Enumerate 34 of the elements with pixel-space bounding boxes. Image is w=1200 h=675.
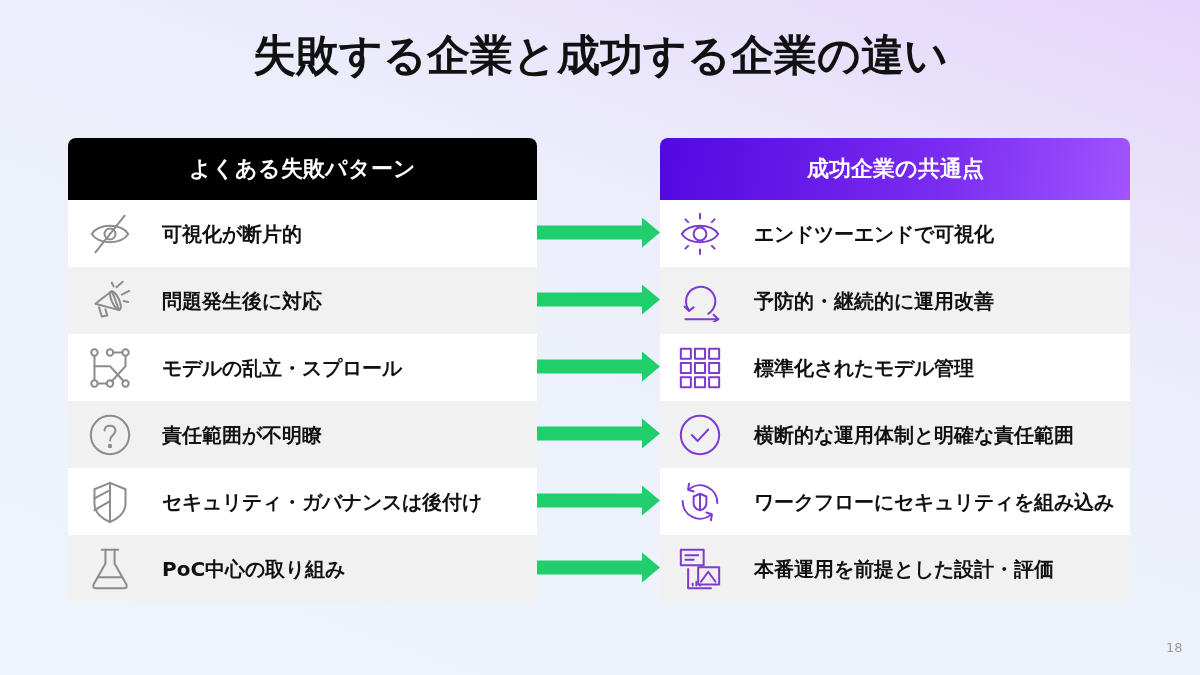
arrow <box>537 217 660 248</box>
item-label: モデルの乱立・スプロール <box>162 354 402 381</box>
list-row <box>68 267 537 334</box>
list-row <box>660 200 1130 267</box>
list-row <box>68 334 537 401</box>
item-label: ワークフローにセキュリティを組み込み <box>754 488 1114 515</box>
arrow <box>537 485 660 516</box>
item-label: 可視化が断片的 <box>162 220 302 247</box>
list-row <box>660 535 1130 602</box>
item-label: 本番運用を前提とした設計・評価 <box>754 555 1054 582</box>
item-label: 予防的・継続的に運用改善 <box>754 287 994 314</box>
arrow <box>537 418 660 449</box>
title: 失敗する企業と成功する企業の違い <box>252 30 948 82</box>
list-row <box>660 468 1130 535</box>
arrow <box>537 351 660 382</box>
list-row <box>68 401 537 468</box>
item-label: 責任範囲が不明瞭 <box>162 421 322 448</box>
item-label: 問題発生後に対応 <box>162 287 322 314</box>
item-label: 標準化されたモデル管理 <box>754 354 974 381</box>
list-row <box>68 468 537 535</box>
header-bar: よくある失敗パターン <box>68 138 537 200</box>
arrow <box>537 552 660 583</box>
list-row <box>68 200 537 267</box>
item-label: セキュリティ・ガバナンスは後付け <box>162 488 482 515</box>
list-row <box>660 334 1130 401</box>
item-label: 横断的な運用体制と明確な責任範囲 <box>754 421 1074 448</box>
header-bar: 成功企業の共通点 <box>660 138 1130 200</box>
arrow <box>537 284 660 315</box>
item-label: PoC中心の取り組み <box>162 555 346 582</box>
list-row <box>660 267 1130 334</box>
item-label: エンドツーエンドで可視化 <box>754 220 994 247</box>
list-row <box>68 535 537 602</box>
list-row <box>660 401 1130 468</box>
page-number: 18 <box>1166 640 1183 656</box>
